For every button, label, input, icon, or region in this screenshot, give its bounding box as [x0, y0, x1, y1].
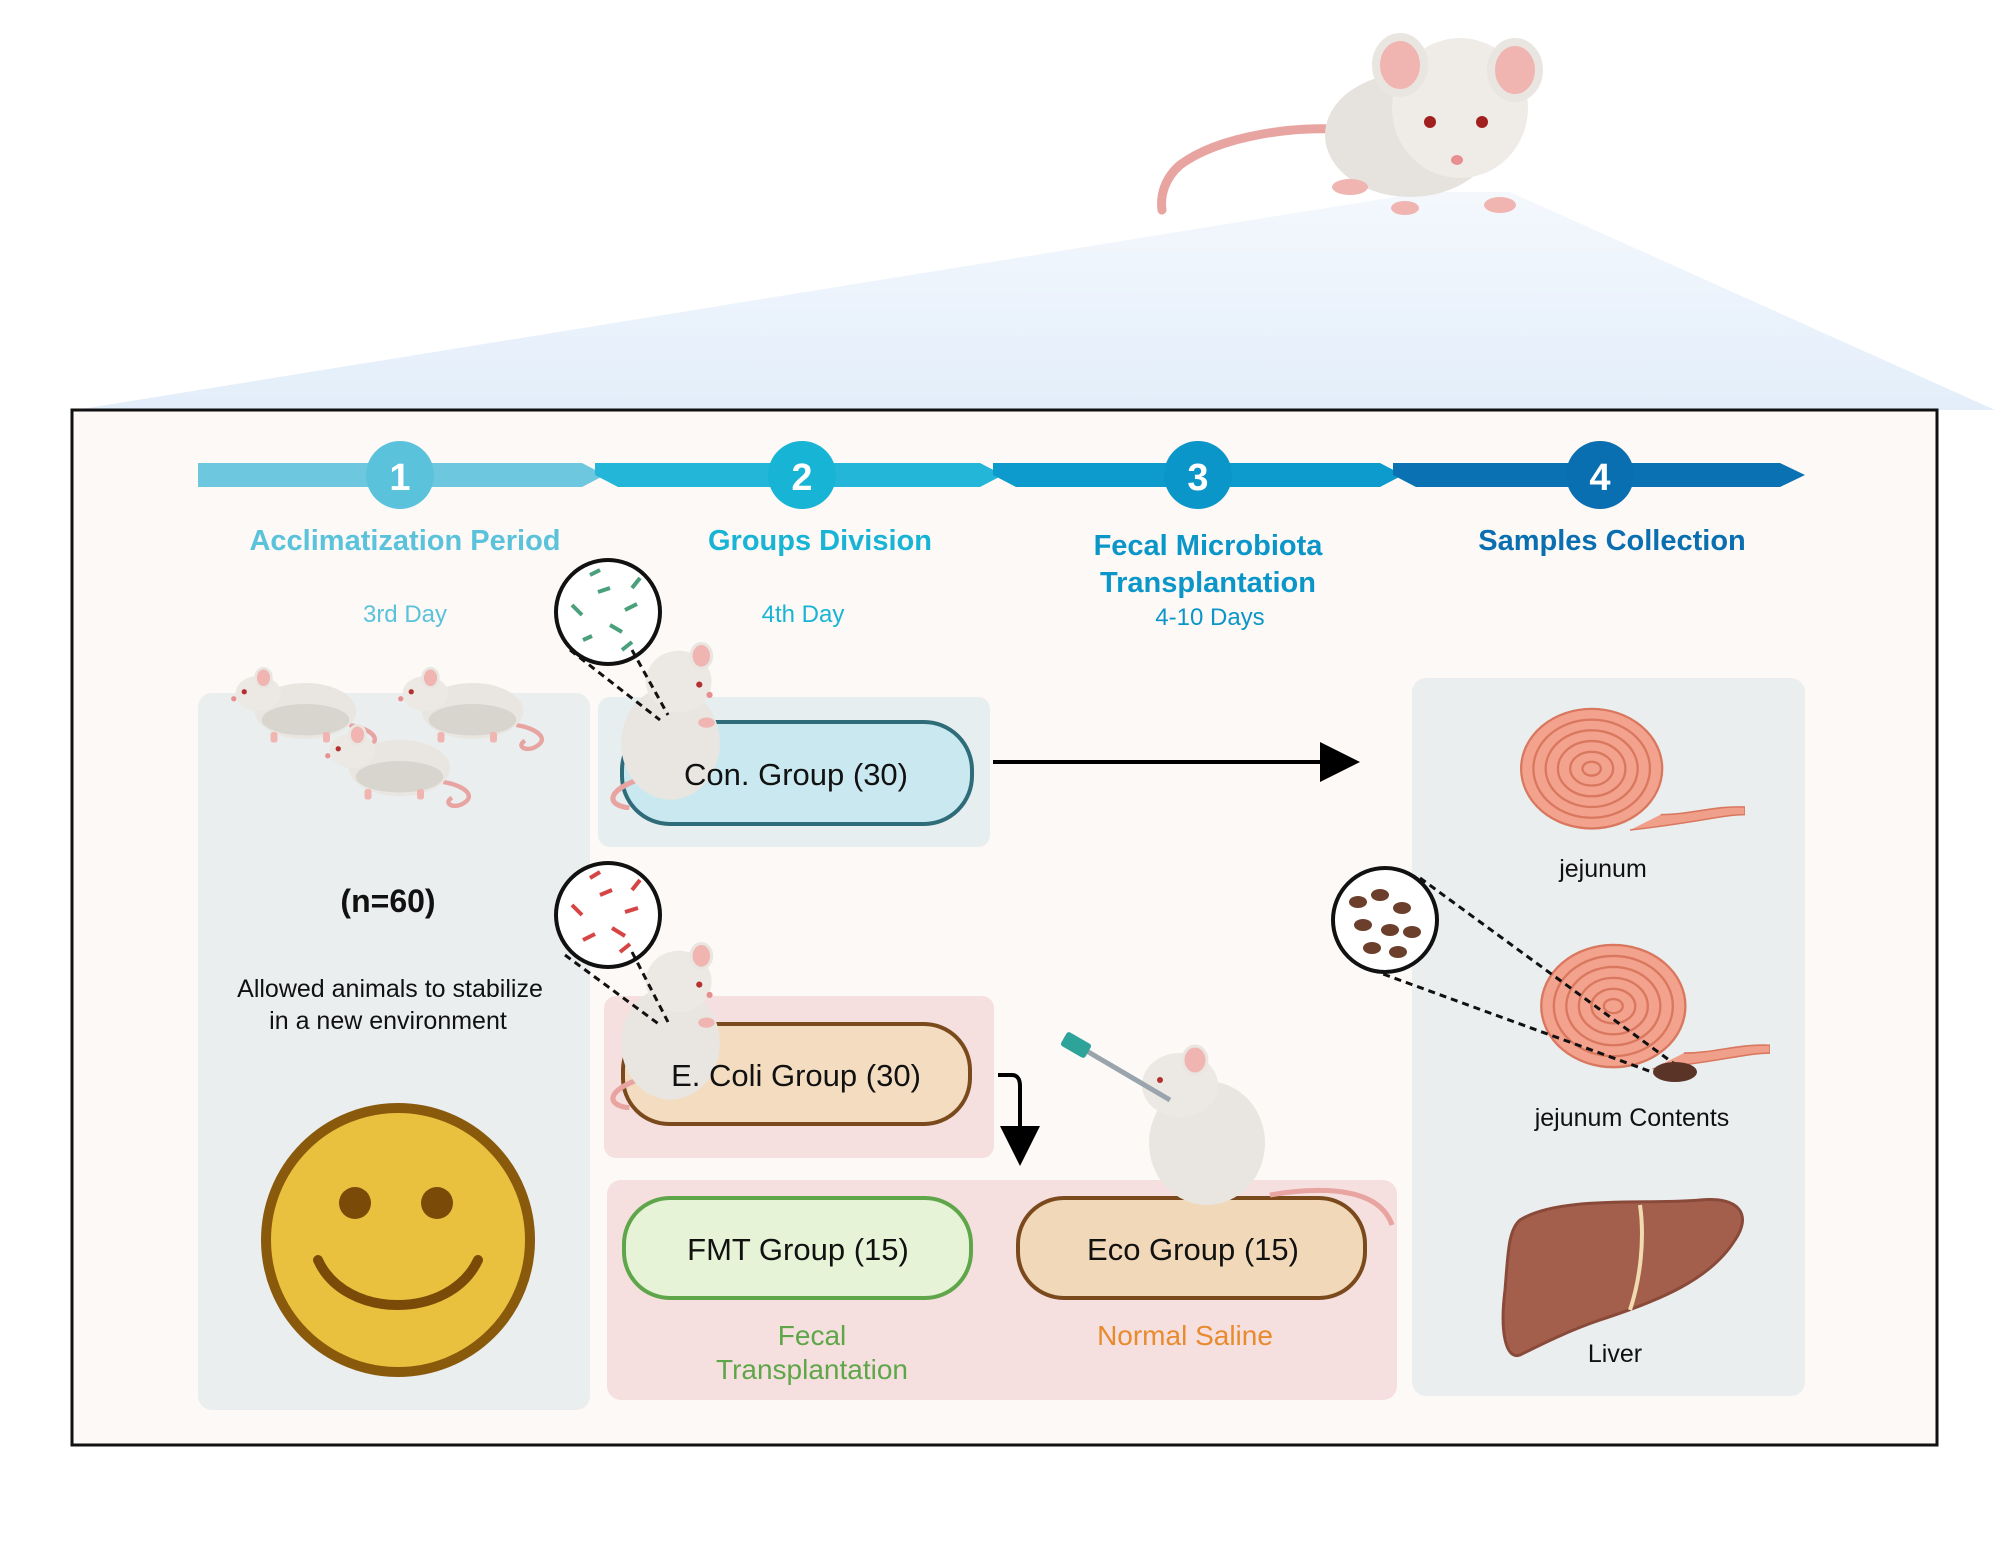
- gavage-mouse-illustration: [1060, 1032, 1395, 1226]
- jejunum-contents-magnifier-icon: [1331, 866, 1697, 1082]
- fmt-group-label: FMT Group (15): [687, 1232, 909, 1267]
- step-number-2: 2: [791, 457, 812, 499]
- smiley-face-icon: [261, 1103, 535, 1377]
- step-subtitle-3: 4-10 Days: [1155, 604, 1264, 631]
- step-circle-3: 3: [1164, 441, 1232, 509]
- step-number-1: 1: [389, 457, 410, 499]
- step-number-4: 4: [1589, 457, 1610, 499]
- sample-count: (n=60): [340, 883, 435, 919]
- acclimatization-description-line1: Allowed animals to stabilize: [237, 975, 543, 1003]
- control-group-label: Con. Group (30): [684, 757, 908, 792]
- step-title-2: Groups Division: [708, 525, 932, 557]
- eco-treatment-label: Normal Saline: [1097, 1320, 1273, 1351]
- fmt-treatment-line1: Fecal: [778, 1320, 846, 1351]
- healthy-microbiota-magnifier-icon: [554, 558, 670, 722]
- ecoli-magnifier-icon: [554, 861, 670, 1027]
- fmt-group-pill: [622, 1196, 973, 1300]
- step-circle-4: 4: [1566, 441, 1634, 509]
- fmt-treatment-line2: Transplantation: [716, 1354, 908, 1385]
- jejunum-label: jejunum: [1558, 855, 1647, 883]
- step-number-3: 3: [1187, 457, 1208, 499]
- jejunum-contents-label: jejunum Contents: [1534, 1104, 1730, 1132]
- acclimatization-description-line2: in a new environment: [269, 1007, 507, 1035]
- step-circle-1: 1: [366, 441, 434, 509]
- ecoli-to-subgroups-arrow: [998, 1073, 1040, 1166]
- top-mouse-illustration: [1157, 33, 1543, 215]
- step-circle-2: 2: [768, 441, 836, 509]
- step-title-3: Fecal Microbiota: [1094, 530, 1324, 562]
- step-subtitle-2: 4th Day: [762, 601, 845, 628]
- liver-illustration: [1501, 1197, 1744, 1357]
- step-title-1: Acclimatization Period: [249, 525, 560, 557]
- step-subtitle-1: 3rd Day: [363, 601, 447, 628]
- perspective-beam: [75, 192, 1995, 410]
- liver-label: Liver: [1588, 1340, 1642, 1368]
- eco-group-label: Eco Group (15): [1087, 1232, 1299, 1267]
- step-title-3-line2: Transplantation: [1100, 567, 1316, 599]
- step-title-4: Samples Collection: [1478, 525, 1746, 557]
- ecoli-group-label: E. Coli Group (30): [671, 1058, 921, 1093]
